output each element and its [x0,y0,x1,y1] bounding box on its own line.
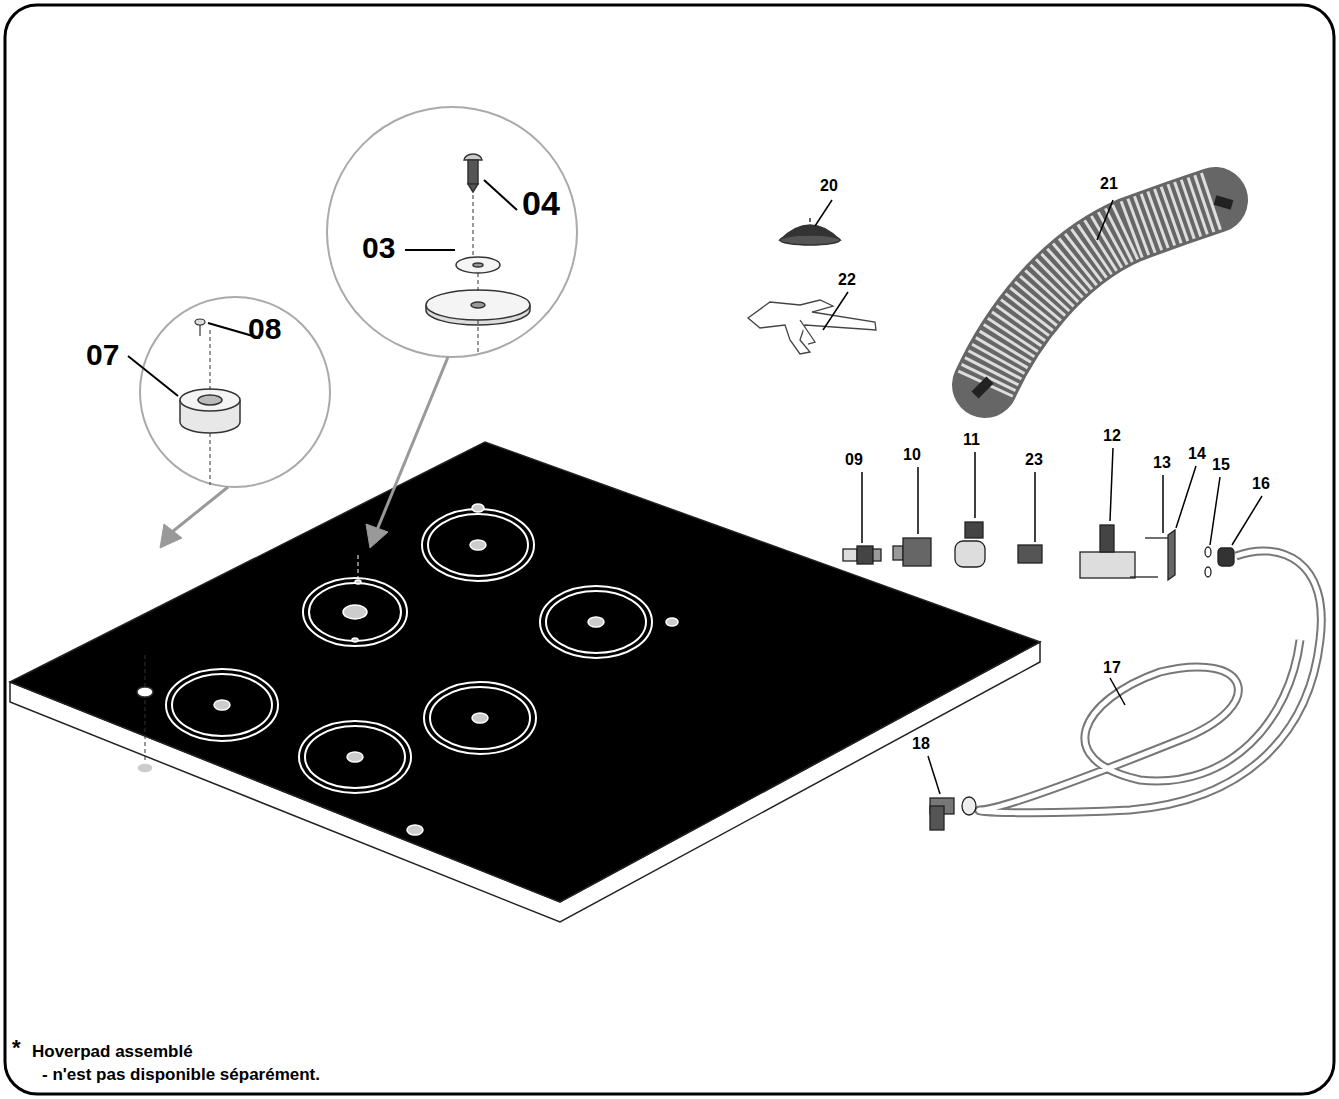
board-top [10,442,1040,902]
callout-number: 07 [86,340,119,370]
callout-number: 20 [820,178,838,194]
detail-circle [140,297,330,487]
callout-number: 15 [1212,457,1230,473]
callout-number: 14 [1188,446,1206,462]
callout-number: 18 [912,736,930,752]
callout-number: 04 [522,186,560,220]
detail-arrows [160,357,448,548]
part-04 [464,154,482,192]
detail-circle [327,107,577,357]
callout-number: 21 [1100,176,1118,192]
callout-number: 17 [1103,660,1121,676]
callout-number: 10 [903,447,921,463]
callout-number: 13 [1153,455,1171,471]
frame [5,5,1334,1094]
part-21 [975,200,1232,395]
callout-number: 23 [1025,452,1043,468]
note-text: - n'est pas disponible séparément. [42,1066,320,1083]
callout-number: 16 [1252,476,1270,492]
part-08 [195,319,205,336]
note-asterisk: * [12,1037,21,1059]
fittings [843,522,1234,580]
callout-number: 09 [845,452,863,468]
leader-lines [815,200,1262,794]
part-20 [780,218,840,245]
part-17 [979,551,1321,813]
callout-number: 03 [362,233,395,263]
part-03 [426,257,530,325]
callout-number: 22 [838,272,856,288]
leader-lines [128,180,517,396]
callout-number: 12 [1103,428,1121,444]
pads [166,509,652,793]
part-22 [748,300,876,354]
part-18 [930,797,976,830]
part-07 [180,389,240,433]
callout-number: 08 [248,314,281,344]
callout-number: 11 [963,432,980,448]
note-text: Hoverpad assemblé [32,1043,193,1060]
pad-centres [137,504,678,835]
